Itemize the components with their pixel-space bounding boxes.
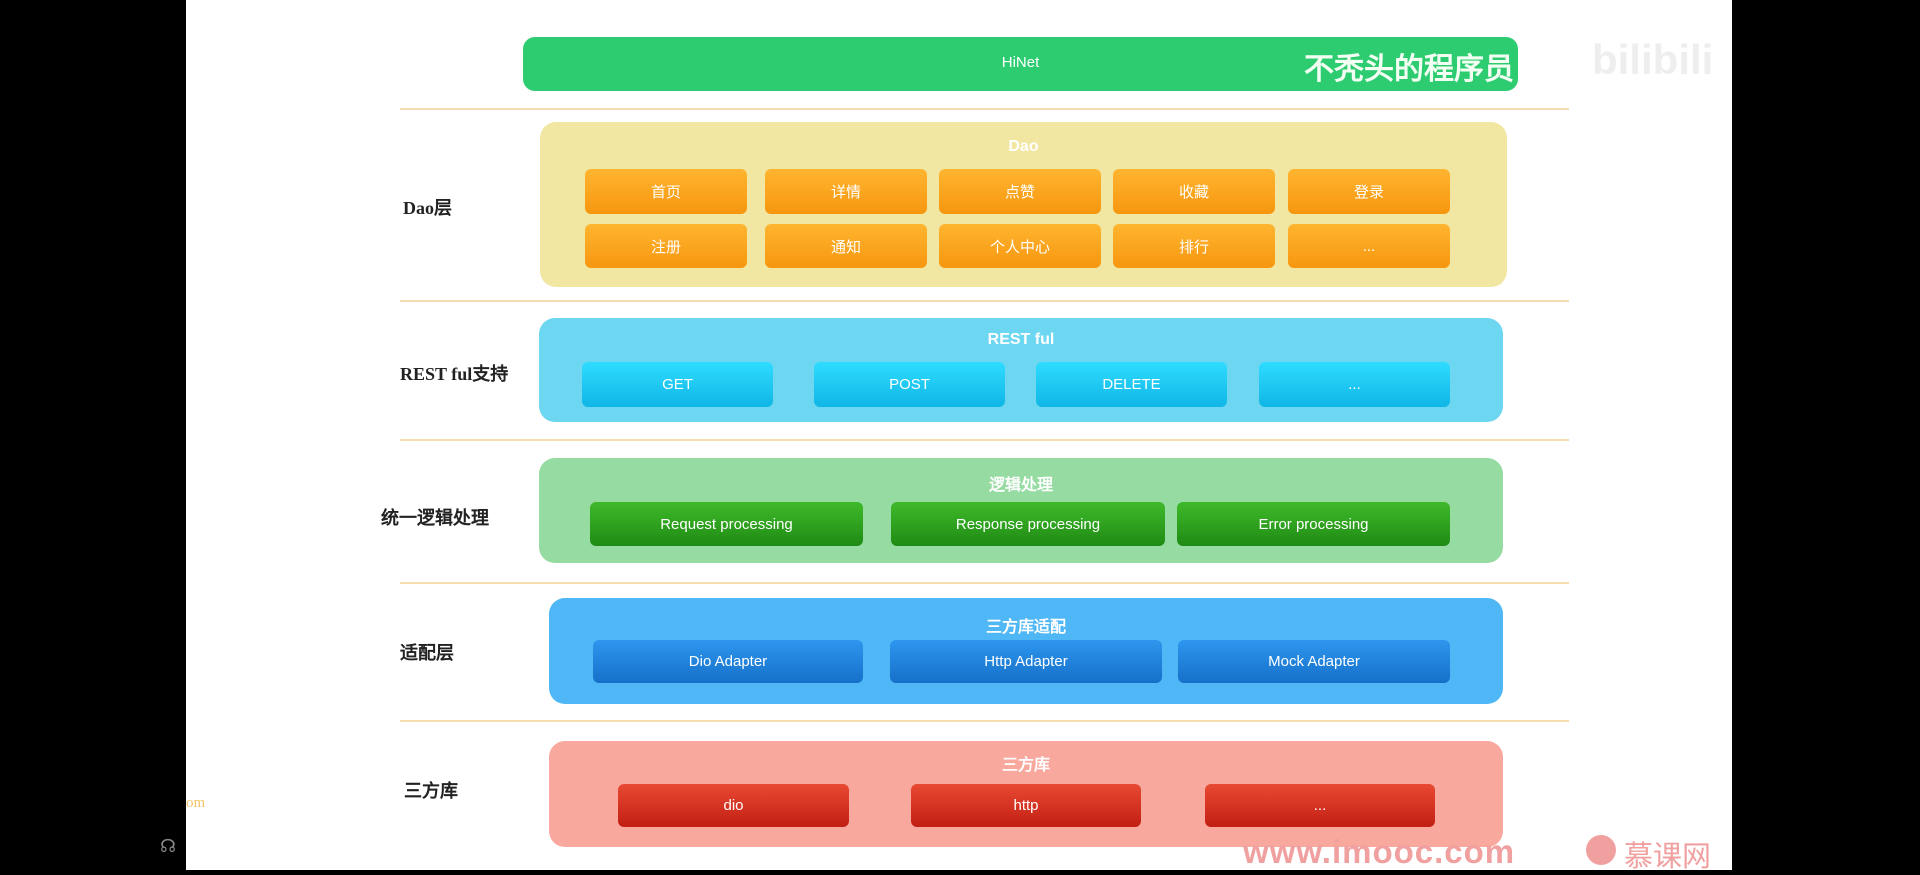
rest-item[interactable]: POST bbox=[814, 362, 1005, 407]
divider bbox=[400, 300, 1569, 302]
imooc-brand-watermark: 慕课网 bbox=[1624, 841, 1712, 873]
user-icon: ☊ bbox=[160, 836, 176, 856]
adapter-item[interactable]: Mock Adapter bbox=[1178, 640, 1450, 683]
dao-item[interactable]: 收藏 bbox=[1113, 169, 1275, 214]
imooc-url-watermark: www.imooc.com bbox=[1243, 833, 1516, 870]
divider bbox=[400, 582, 1569, 584]
dao-item[interactable]: 首页 bbox=[585, 169, 747, 214]
lib-item[interactable]: dio bbox=[618, 784, 849, 827]
dao-item[interactable]: ... bbox=[1288, 224, 1450, 268]
adapter-title: 三方库适配 bbox=[985, 619, 1066, 636]
divider bbox=[400, 108, 1569, 110]
rest-item[interactable]: ... bbox=[1259, 362, 1450, 407]
dao-item[interactable]: 注册 bbox=[585, 224, 747, 268]
watermark-channel: 不秃头的程序员 bbox=[1304, 53, 1514, 86]
divider bbox=[400, 720, 1569, 722]
hinet-bar: HiNet bbox=[523, 37, 1518, 91]
watermark-bilibili: bilibili bbox=[1592, 36, 1714, 83]
lib-item[interactable]: http bbox=[911, 784, 1141, 827]
dao-item[interactable]: 个人中心 bbox=[939, 224, 1101, 268]
logic-item[interactable]: Response processing bbox=[891, 502, 1165, 546]
dao-item[interactable]: 通知 bbox=[765, 224, 927, 268]
dao-item[interactable]: 登录 bbox=[1288, 169, 1450, 214]
rest-item[interactable]: DELETE bbox=[1036, 362, 1227, 407]
lib-item[interactable]: ... bbox=[1205, 784, 1435, 827]
divider bbox=[400, 439, 1569, 441]
adapter-item[interactable]: Dio Adapter bbox=[593, 640, 863, 683]
logic-item[interactable]: Error processing bbox=[1177, 502, 1450, 546]
logic-item[interactable]: Request processing bbox=[590, 502, 863, 546]
lib-layer-label: 三方库 bbox=[404, 781, 458, 801]
logic-layer-label: 统一逻辑处理 bbox=[381, 508, 489, 528]
hinet-label: HiNet bbox=[1001, 54, 1040, 71]
rest-layer-label: REST ful支持 bbox=[400, 364, 509, 384]
rest-title: REST ful bbox=[987, 331, 1055, 348]
rest-item[interactable]: GET bbox=[582, 362, 773, 407]
logic-title: 逻辑处理 bbox=[988, 477, 1053, 494]
imooc-flame-icon bbox=[1586, 835, 1616, 865]
dao-item[interactable]: 详情 bbox=[765, 169, 927, 214]
dao-title: Dao bbox=[1008, 138, 1039, 155]
adapter-layer-label: 适配层 bbox=[400, 643, 454, 663]
dao-layer-label: Dao层 bbox=[403, 198, 452, 218]
adapter-item[interactable]: Http Adapter bbox=[890, 640, 1162, 683]
url-fragment: om bbox=[186, 795, 206, 811]
dao-item[interactable]: 排行 bbox=[1113, 224, 1275, 268]
dao-item[interactable]: 点赞 bbox=[939, 169, 1101, 214]
lib-title: 三方库 bbox=[1001, 757, 1050, 774]
